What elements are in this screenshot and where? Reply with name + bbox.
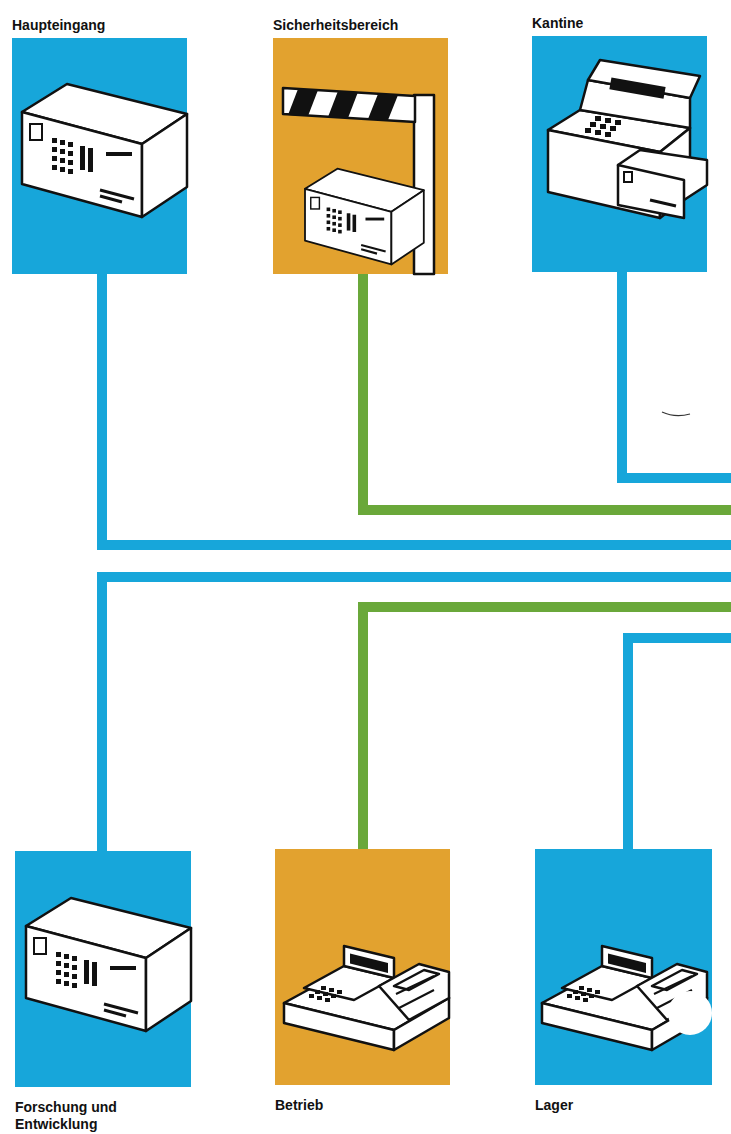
cash-register-icon (548, 60, 707, 218)
terminal-icon (26, 898, 191, 1031)
desk-terminal-icon (542, 946, 707, 1050)
wire (102, 270, 731, 545)
wire (102, 577, 731, 855)
node-label: Betrieb (275, 1097, 450, 1114)
scribble (662, 412, 690, 416)
canteen-box: Kantine (532, 36, 707, 272)
node-label: Sicherheitsbereich (273, 17, 448, 34)
barrier-icon (283, 88, 434, 274)
wire (628, 638, 731, 853)
terminal-icon (22, 84, 187, 217)
warehouse-box: Lager (535, 849, 712, 1085)
node-label: Forschung und Entwicklung (15, 1099, 190, 1133)
node-label: Lager (535, 1097, 710, 1114)
wire (363, 270, 731, 510)
security-area-box: Sicherheitsbereich (273, 38, 448, 274)
node-label: Kantine (532, 15, 707, 32)
research-box: Forschung und Entwicklung (15, 851, 191, 1087)
operations-box: Betrieb (275, 849, 450, 1085)
wire (363, 607, 731, 853)
wire (622, 268, 731, 478)
white-dot (668, 991, 712, 1035)
entrance-terminal-box: Haupteingang (12, 38, 187, 274)
node-label: Haupteingang (12, 17, 187, 34)
desk-terminal-icon (284, 946, 449, 1050)
